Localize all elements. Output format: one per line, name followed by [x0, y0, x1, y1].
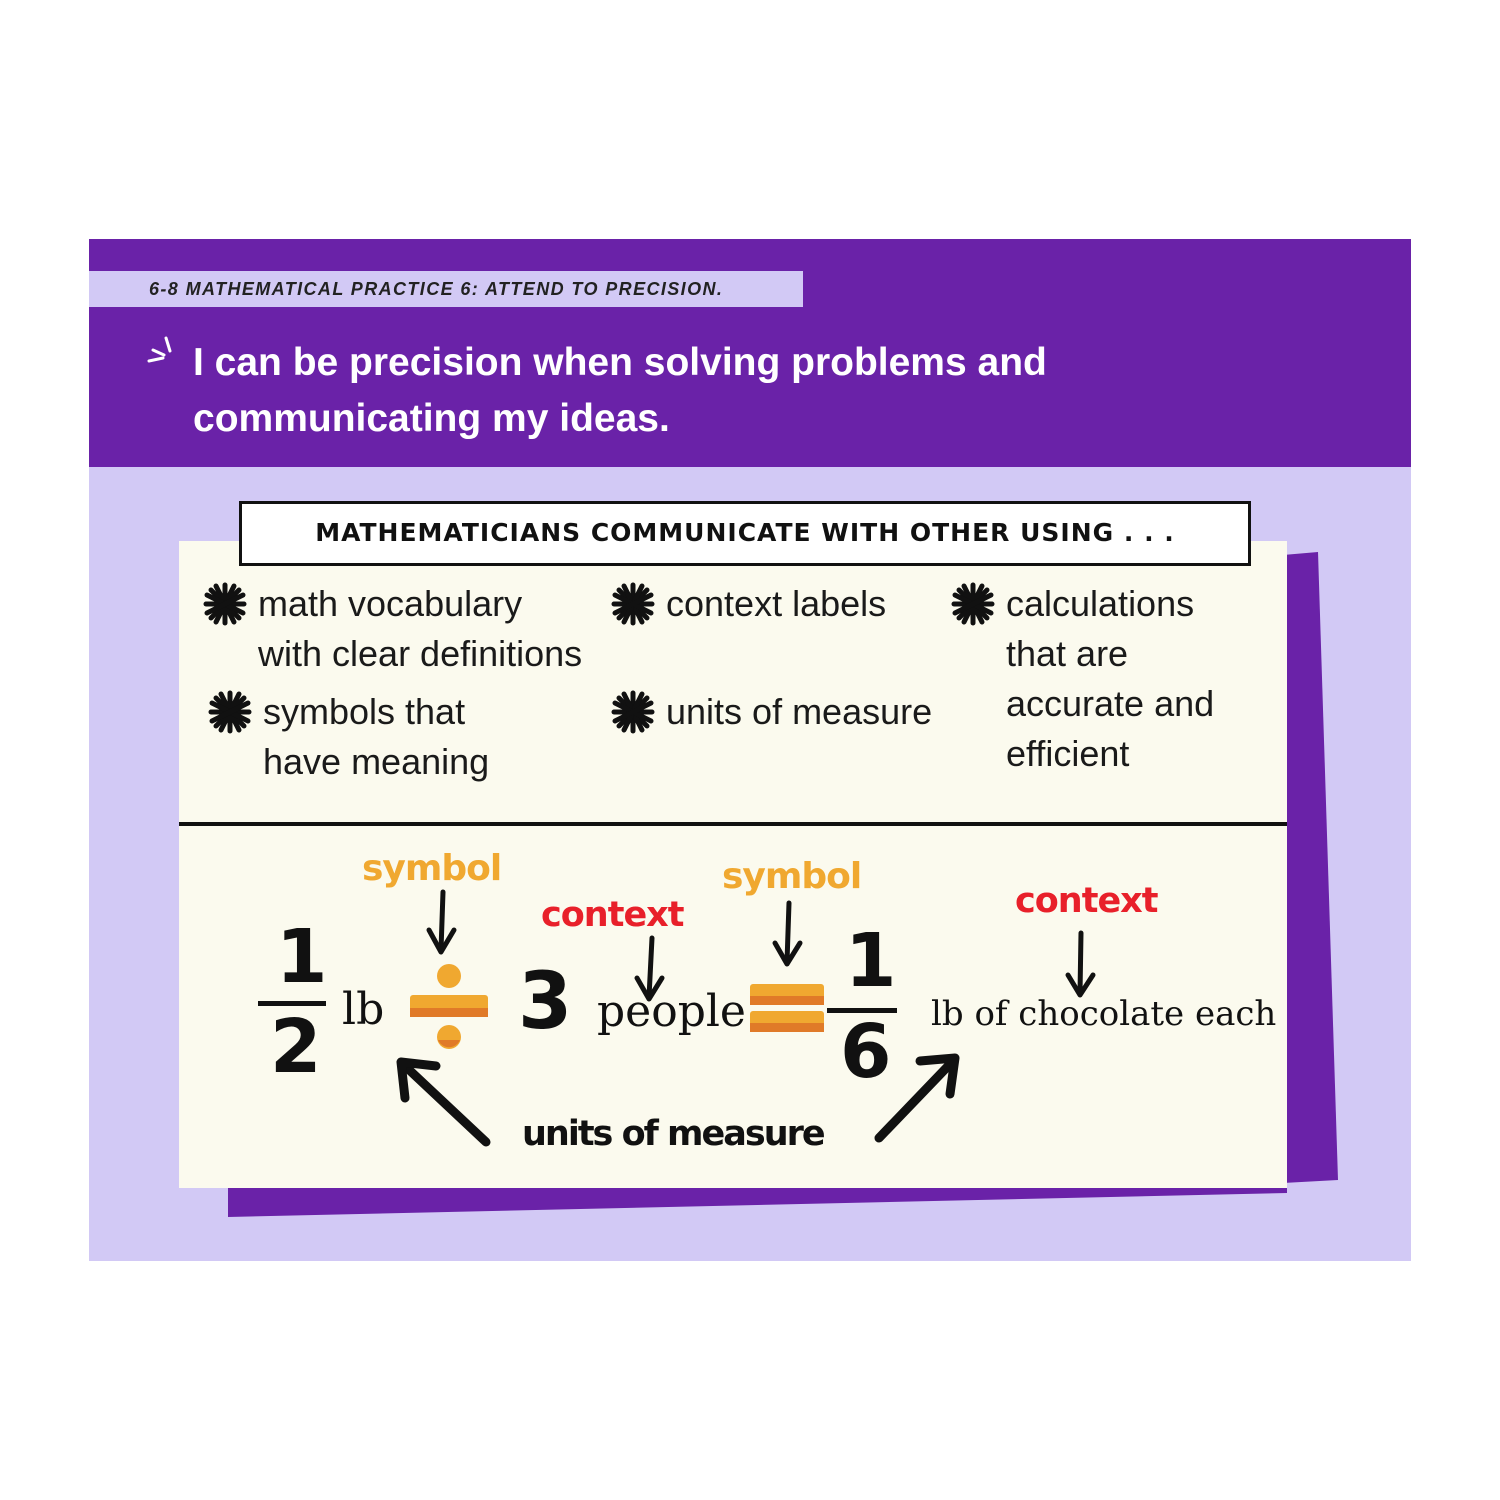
- headline-line-2: communicating my ideas.: [193, 397, 670, 440]
- fraction1-numerator: 1: [276, 914, 328, 1000]
- headline-line-1: I can be precision when solving problems…: [193, 341, 1047, 384]
- asterisk-bullet-icon: [203, 582, 247, 626]
- card-divider: [179, 822, 1287, 826]
- diagonal-arrow-icon: [396, 1057, 491, 1147]
- sparkle-icon: [147, 336, 172, 363]
- content-card: [179, 541, 1287, 1188]
- bullet-context-labels: context labels: [666, 583, 887, 624]
- symbol-label-2: symbol: [722, 856, 862, 897]
- down-arrow-icon: [1065, 930, 1096, 998]
- bullet-calculations: calculations that are accurate and effic…: [1006, 583, 1215, 774]
- bullet-symbols: symbols that have meaning: [263, 691, 490, 782]
- asterisk-bullet-icon: [208, 690, 252, 734]
- division-sign-icon: [410, 964, 488, 1049]
- asterisk-bullet-icon: [951, 582, 995, 626]
- bullet-units: units of measure: [666, 691, 933, 732]
- bullet-vocabulary: math vocabulary with clear definitions: [258, 583, 583, 674]
- divisor-context: people: [597, 986, 746, 1037]
- asterisk-bullet-icon: [611, 582, 655, 626]
- card-title: MATHEMATICIANS COMMUNICATE WITH OTHER US…: [315, 518, 1175, 547]
- standard-tag-text: 6-8 MATHEMATICAL PRACTICE 6: ATTEND TO P…: [149, 279, 724, 299]
- context-label-2: context: [1015, 881, 1158, 921]
- down-arrow-icon: [634, 935, 665, 1002]
- down-arrow-icon: [426, 889, 457, 955]
- standard-tag: 6-8 MATHEMATICAL PRACTICE 6: ATTEND TO P…: [89, 271, 803, 307]
- fraction1-bar: [258, 1001, 326, 1006]
- unit-lb: lb: [342, 984, 385, 1035]
- fraction1-denominator: 2: [270, 1004, 322, 1090]
- fraction2-denominator: 6: [840, 1009, 892, 1095]
- header-band: 6-8 MATHEMATICAL PRACTICE 6: ATTEND TO P…: [89, 239, 1411, 467]
- diagonal-arrow-icon: [874, 1053, 960, 1143]
- down-arrow-icon: [772, 900, 803, 967]
- symbol-label-1: symbol: [362, 848, 502, 889]
- card-title-box: MATHEMATICIANS COMMUNICATE WITH OTHER US…: [239, 501, 1251, 566]
- fraction2-numerator: 1: [845, 918, 897, 1004]
- fraction2-bar: [827, 1008, 897, 1013]
- headline: I can be precision when solving problems…: [193, 335, 1243, 447]
- units-of-measure-label: units of measure: [522, 1114, 826, 1154]
- equals-sign-icon: [750, 984, 824, 1032]
- result-context: lb of chocolate each: [931, 994, 1277, 1034]
- divisor-number: 3: [518, 957, 573, 1047]
- context-label-1: context: [541, 895, 684, 935]
- asterisk-bullet-icon: [611, 690, 655, 734]
